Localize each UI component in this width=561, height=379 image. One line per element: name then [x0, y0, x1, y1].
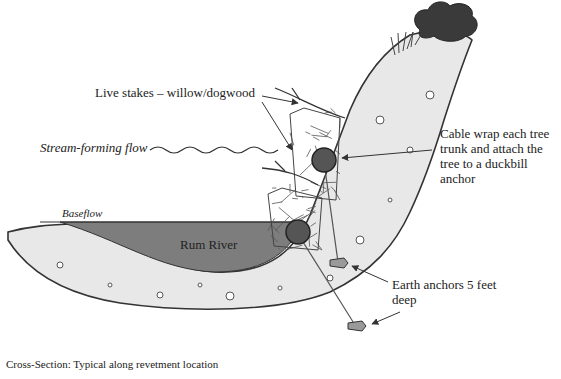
pebble — [327, 275, 333, 281]
brush-stroke — [272, 202, 282, 204]
brush-stroke — [310, 126, 328, 134]
pebble — [157, 292, 163, 298]
brush-stroke — [334, 190, 340, 200]
soil-bank — [8, 28, 472, 309]
pebble — [356, 236, 364, 244]
brush-outline — [290, 108, 340, 200]
brush-stroke — [301, 190, 308, 191]
brush-stroke — [323, 183, 325, 193]
brush-stroke — [319, 132, 332, 138]
brush-stroke — [320, 190, 322, 193]
brush-stroke — [278, 248, 280, 250]
brush-stroke — [308, 206, 316, 208]
brush-stroke — [271, 236, 278, 242]
brush-outline — [268, 188, 322, 250]
live-stakes — [262, 88, 345, 185]
pebble — [426, 91, 434, 99]
baseflow-line — [40, 221, 302, 222]
tree-trunk — [286, 220, 310, 244]
brush-stroke — [307, 149, 311, 157]
note: Cable wrap each tree trunk and attach th… — [440, 127, 550, 187]
brush-stroke — [323, 182, 337, 183]
pebble — [108, 283, 112, 287]
caption: Cross-Section: Typical along revetment l… — [6, 358, 218, 371]
brush-stroke — [335, 150, 340, 154]
grass-tuft — [391, 32, 422, 55]
earth-anchor — [348, 321, 366, 331]
brush-stroke — [336, 171, 340, 173]
river-water — [60, 222, 302, 272]
pebble — [376, 116, 384, 124]
brush-stroke — [311, 135, 327, 137]
brush-stroke — [313, 137, 319, 140]
brush-stroke — [272, 188, 276, 189]
river-name: Rum River — [180, 238, 260, 253]
stream-flow-wave — [150, 147, 278, 153]
pebble — [57, 262, 63, 268]
brush-stroke — [290, 184, 291, 193]
anchor-cables — [298, 162, 355, 325]
brush-stroke — [326, 130, 331, 136]
flow-label: Baseflow — [62, 207, 132, 220]
brush-stroke — [311, 223, 316, 227]
brush-stroke — [300, 163, 313, 176]
brush-stroke — [306, 210, 316, 213]
part-label: Live stakes – willow/dogwood — [95, 86, 265, 101]
pebble — [278, 286, 282, 290]
brush-stroke — [305, 132, 310, 134]
earth-anchor — [330, 258, 348, 268]
pebble — [388, 198, 392, 202]
bush — [415, 2, 477, 41]
soil-pebbles — [57, 91, 434, 300]
brush-stroke — [292, 198, 298, 200]
pebble — [198, 283, 202, 287]
flow-label: Stream-forming flow — [40, 141, 170, 156]
brush-stroke — [281, 190, 295, 203]
note: Earth anchors 5 feet deep — [392, 278, 502, 308]
tree-trunk — [312, 148, 336, 172]
pebble — [226, 292, 234, 300]
brush-stroke — [298, 215, 307, 219]
brush-stroke — [302, 196, 303, 198]
